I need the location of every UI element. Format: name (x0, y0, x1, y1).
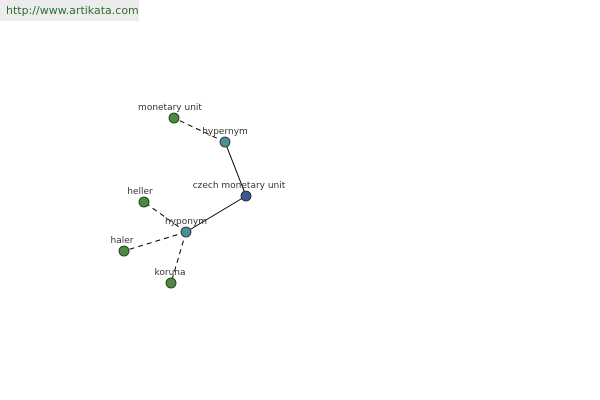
edge-czech-hypernym (224, 141, 247, 197)
graph-nodes (118, 112, 252, 289)
node-monetary[interactable] (168, 112, 180, 124)
graph-labels: czech monetary unit hypernym hyponym moneta… (111, 103, 286, 278)
node-heller[interactable] (138, 196, 150, 208)
node-label-koruna[interactable]: koruna (154, 268, 185, 278)
node-haler[interactable] (118, 245, 130, 257)
node-czech[interactable] (240, 190, 252, 202)
node-label-hypernym[interactable]: hypernym (202, 127, 248, 137)
node-label-haler[interactable]: haler (111, 236, 134, 246)
node-label-monetary[interactable]: monetary unit (138, 103, 202, 113)
node-label-hyponym[interactable]: hyponym (165, 217, 207, 227)
edge-hypernym-monetary (173, 117, 226, 143)
edge-hyponym-haler (123, 231, 187, 252)
node-label-czech[interactable]: czech monetary unit (193, 181, 286, 191)
node-label-heller[interactable]: heller (127, 187, 153, 197)
graph-edges (123, 117, 247, 284)
edge-czech-hyponym (185, 195, 247, 233)
source-url-link[interactable]: http://www.artikata.com (0, 0, 139, 21)
node-hypernym[interactable] (219, 136, 231, 148)
node-hyponym[interactable] (180, 226, 192, 238)
node-koruna[interactable] (165, 277, 177, 289)
